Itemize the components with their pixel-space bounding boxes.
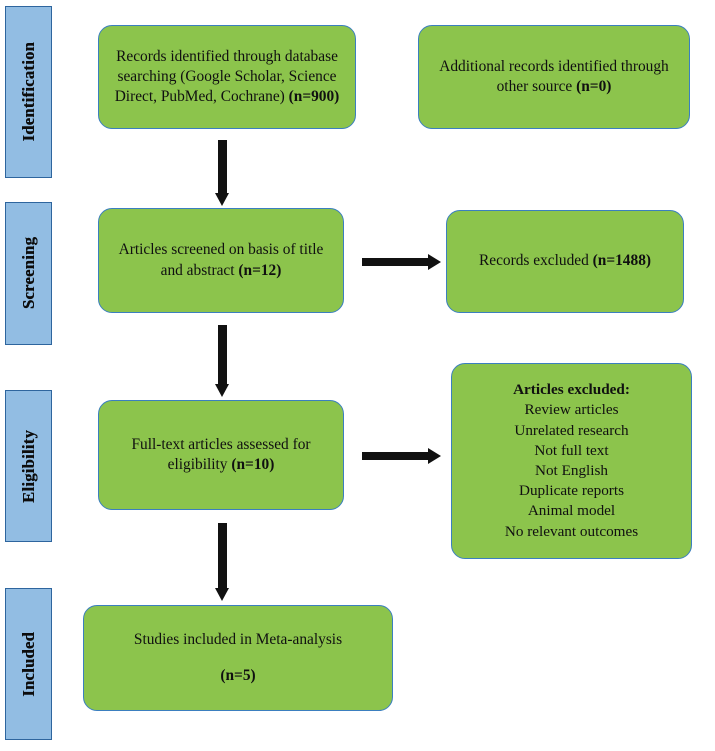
node-studies-included-count: (n=5) <box>220 667 256 684</box>
arrow-shaft <box>362 452 428 460</box>
stage-bar-included: Included <box>5 588 52 740</box>
arrow-shaft <box>218 325 227 384</box>
node-records-identified-count: (n=900) <box>288 88 340 105</box>
articles-excluded-reason: Not full text <box>534 441 609 459</box>
node-articles-screened-count: (n=12) <box>238 261 282 279</box>
articles-excluded-reason: Animal model <box>527 502 616 520</box>
stage-label-identification: Identification <box>18 42 38 142</box>
node-records-identified: Records identified through database sear… <box>98 25 356 129</box>
node-fulltext-assessed-text: Full-text articles assessed for eligibil… <box>131 435 311 473</box>
node-additional-records-text: Additional records identified through ot… <box>439 57 669 95</box>
arrow-screened-to-fulltext <box>215 325 229 397</box>
arrow-head-down-icon <box>215 193 229 206</box>
stage-label-eligibility: Eligibility <box>18 429 38 503</box>
arrow-head-right-icon <box>428 448 441 464</box>
node-records-excluded: Records excluded (n=1488) <box>446 210 684 313</box>
node-articles-excluded: Articles excluded: Review articles Unrel… <box>451 363 692 559</box>
arrow-shaft <box>362 258 428 266</box>
arrow-head-right-icon <box>428 254 441 270</box>
articles-excluded-reason: Review articles <box>524 401 619 419</box>
node-records-excluded-count: (n=1488) <box>592 252 652 270</box>
node-studies-included: Studies included in Meta-analysis (n=5) <box>83 605 393 711</box>
articles-excluded-title: Articles excluded: <box>513 381 630 399</box>
arrow-screened-to-records-excluded <box>362 254 442 270</box>
arrow-head-down-icon <box>215 384 229 397</box>
node-records-excluded-text: Records excluded <box>478 252 593 270</box>
articles-excluded-reason: Unrelated research <box>514 421 629 439</box>
stage-label-included: Included <box>18 631 38 697</box>
node-fulltext-assessed-count: (n=10) <box>231 456 275 473</box>
node-records-identified-text: Records identified through database sear… <box>114 47 338 105</box>
articles-excluded-reason: Duplicate reports <box>518 482 624 500</box>
stage-bar-identification: Identification <box>5 6 52 178</box>
node-studies-included-text: Studies included in Meta-analysis <box>133 630 343 648</box>
arrow-fulltext-to-included <box>215 523 229 601</box>
stage-bar-eligibility: Eligibility <box>5 390 52 542</box>
stage-bar-screening: Screening <box>5 202 52 345</box>
node-articles-screened-text: Articles screened on basis of title and … <box>118 241 324 279</box>
articles-excluded-reason: Not English <box>535 462 608 479</box>
node-articles-screened: Articles screened on basis of title and … <box>98 208 344 313</box>
arrow-shaft <box>218 523 227 588</box>
arrow-identified-to-screened <box>215 140 229 206</box>
node-additional-records: Additional records identified through ot… <box>418 25 690 129</box>
stage-label-screening: Screening <box>18 237 38 310</box>
node-additional-records-count: (n=0) <box>576 78 612 95</box>
node-fulltext-assessed: Full-text articles assessed for eligibil… <box>98 400 344 510</box>
arrow-shaft <box>218 140 227 193</box>
arrow-head-down-icon <box>215 588 229 601</box>
articles-excluded-reason: No relevant outcomes <box>504 522 639 540</box>
arrow-fulltext-to-articles-excluded <box>362 448 442 464</box>
